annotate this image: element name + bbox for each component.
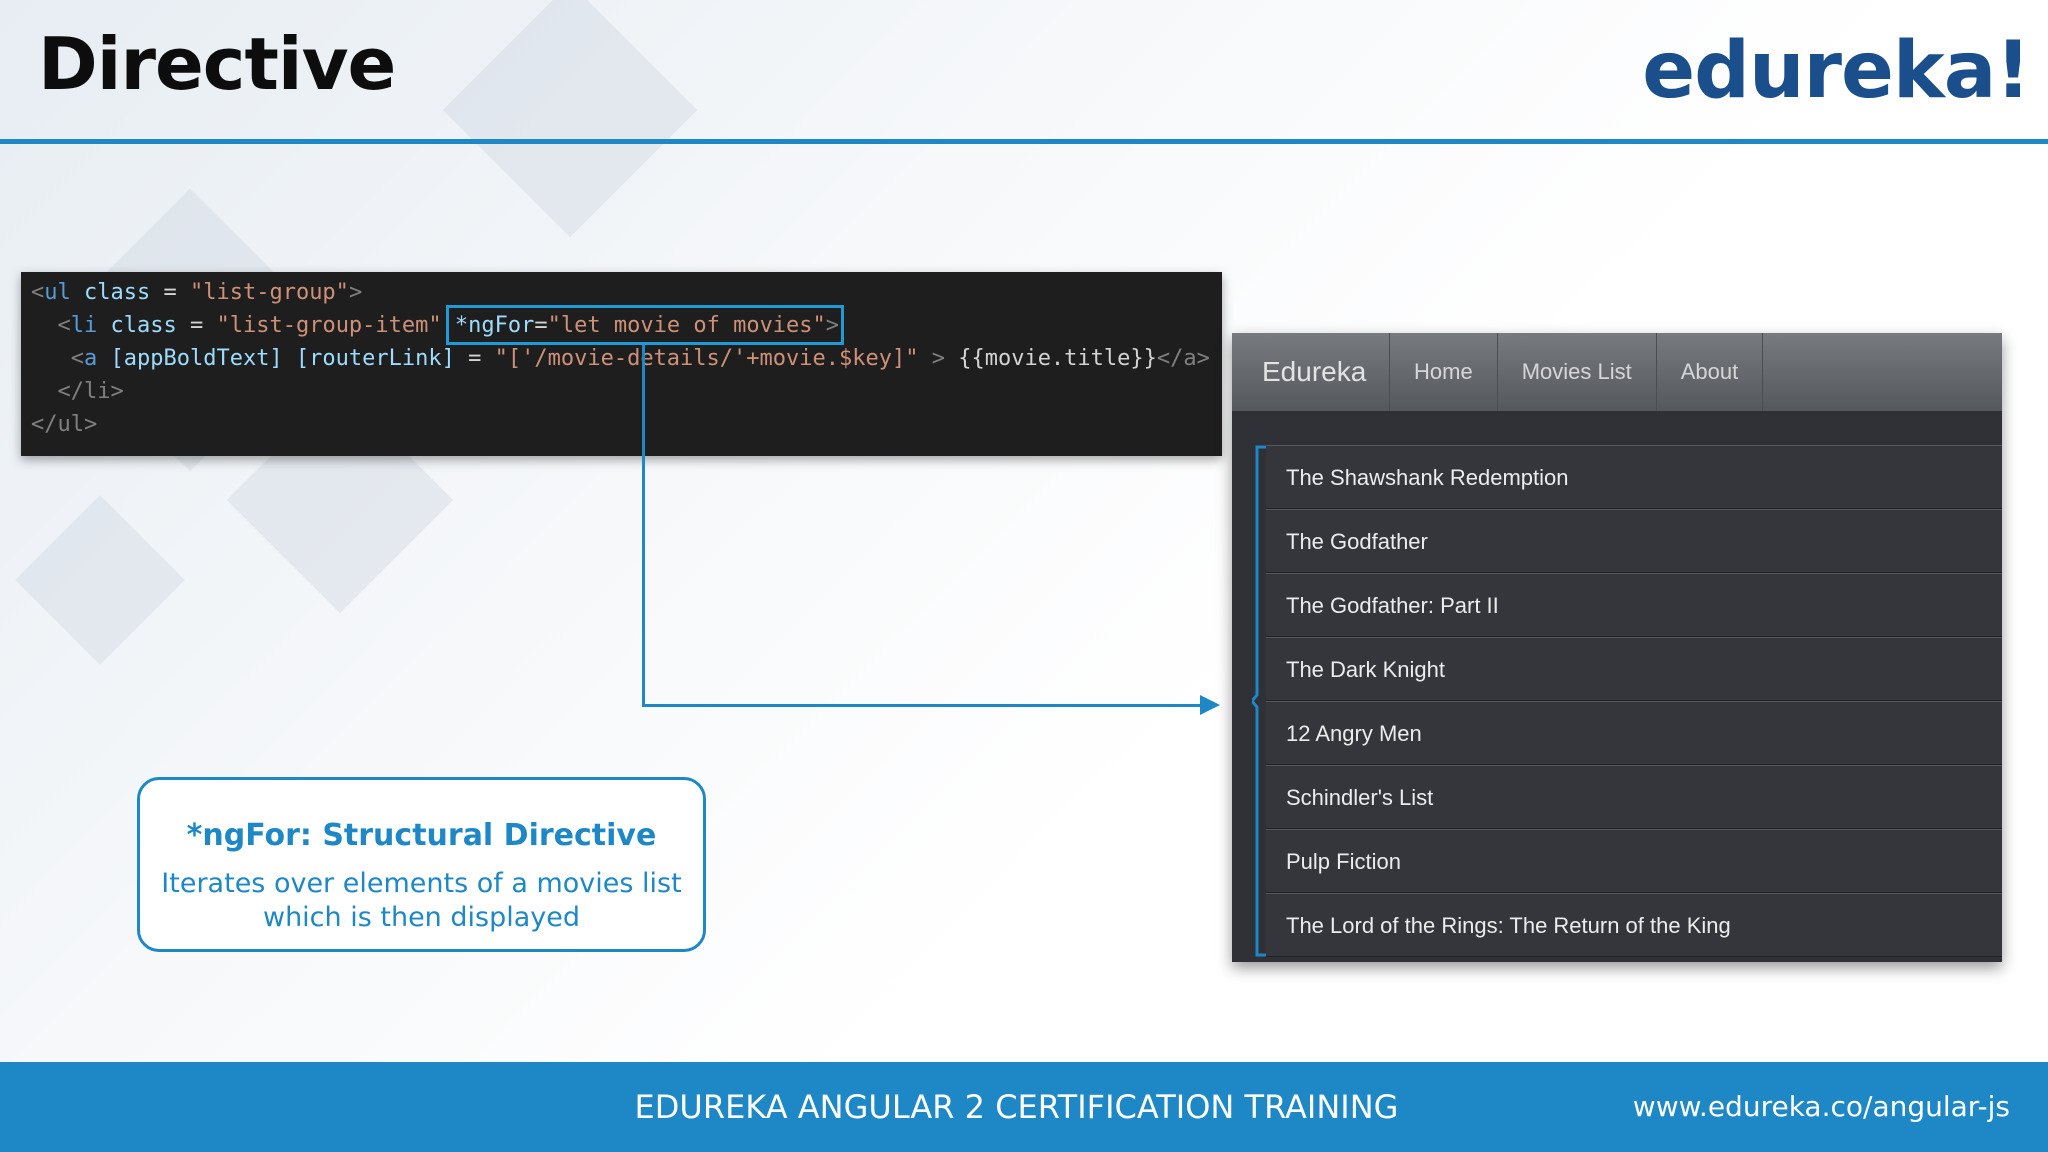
footer-url: www.edureka.co/angular-js (1632, 1090, 2010, 1123)
explanation-callout: *ngFor: Structural Directive Iterates ov… (137, 777, 706, 952)
code-token: "list-group" (189, 280, 349, 305)
connector-line (642, 345, 645, 707)
code-token: class (70, 280, 151, 305)
code-snippet: <ul class = "list-group"> <li class = "l… (21, 272, 1222, 456)
slide-title: Directive (38, 22, 396, 106)
footer-bar: EDUREKA ANGULAR 2 CERTIFICATION TRAINING… (0, 1062, 2048, 1152)
connector-line (642, 704, 1202, 707)
code-line-2: <li class = "list-group-item" *ngFor="le… (31, 309, 1222, 342)
nav-item-home[interactable]: Home (1390, 333, 1498, 411)
code-token: [appBoldText] [routerLink] (97, 346, 455, 371)
code-token: < (31, 280, 45, 305)
code-token: = (534, 313, 548, 338)
code-token: a (84, 346, 98, 371)
code-token: </a> (1156, 346, 1210, 371)
ngfor-highlight-box (446, 305, 844, 345)
code-token: < (57, 313, 71, 338)
movie-list-item[interactable]: The Godfather: Part II (1266, 573, 2002, 637)
movie-list-item[interactable]: The Dark Knight (1266, 637, 2002, 701)
bracket-icon (1252, 445, 1266, 957)
code-token: > (825, 313, 840, 338)
callout-title: *ngFor: Structural Directive (186, 818, 657, 853)
nav-item-about[interactable]: About (1657, 333, 1764, 411)
navbar: Edureka Home Movies List About (1232, 333, 2002, 411)
code-token: li (70, 313, 98, 338)
movie-list: The Shawshank Redemption The Godfather T… (1266, 445, 2002, 957)
code-token: = (454, 346, 495, 371)
code-token: = (176, 313, 217, 338)
code-line-5: </ul> (31, 408, 1222, 441)
code-token: </ul> (31, 412, 98, 437)
background-shape (15, 495, 185, 665)
movie-list-item[interactable]: Pulp Fiction (1266, 829, 2002, 893)
movie-list-item[interactable]: The Godfather (1266, 509, 2002, 573)
code-token: > (918, 346, 959, 371)
movie-list-item[interactable]: 12 Angry Men (1266, 701, 2002, 765)
title-divider (0, 139, 2048, 144)
code-token: = (150, 280, 190, 305)
code-token: ul (44, 280, 71, 305)
movie-list-item[interactable]: Schindler's List (1266, 765, 2002, 829)
code-line-1: <ul class = "list-group"> (31, 276, 1222, 309)
footer-title: EDUREKA ANGULAR 2 CERTIFICATION TRAINING (634, 1088, 1399, 1126)
code-token: "let movie of movies" (547, 313, 826, 338)
code-line-3: <a [appBoldText] [routerLink] = "['/movi… (31, 342, 1222, 375)
code-token: "list-group-item" (216, 313, 442, 338)
code-token: class (97, 313, 177, 338)
background-shape (442, 0, 698, 238)
code-token: {{movie.title}} (958, 346, 1157, 371)
code-token: < (70, 346, 84, 371)
movie-list-item[interactable]: The Shawshank Redemption (1266, 445, 2002, 509)
code-token: "['/movie-details/'+movie.$key]" (494, 346, 919, 371)
code-token: *ngFor (454, 313, 535, 338)
nav-item-movies-list[interactable]: Movies List (1498, 333, 1657, 411)
movie-list-item[interactable]: The Lord of the Rings: The Return of the… (1266, 893, 2002, 957)
app-preview: Edureka Home Movies List About The Shaws… (1232, 333, 2002, 962)
code-line-4: </li> (31, 375, 1222, 408)
code-token: > (348, 280, 363, 305)
navbar-brand[interactable]: Edureka (1232, 333, 1390, 411)
callout-description: Iterates over elements of a movies list … (161, 868, 682, 933)
arrow-head-icon (1200, 695, 1220, 715)
edureka-logo: edureka! (1642, 26, 2031, 116)
code-token: </li> (57, 379, 124, 404)
